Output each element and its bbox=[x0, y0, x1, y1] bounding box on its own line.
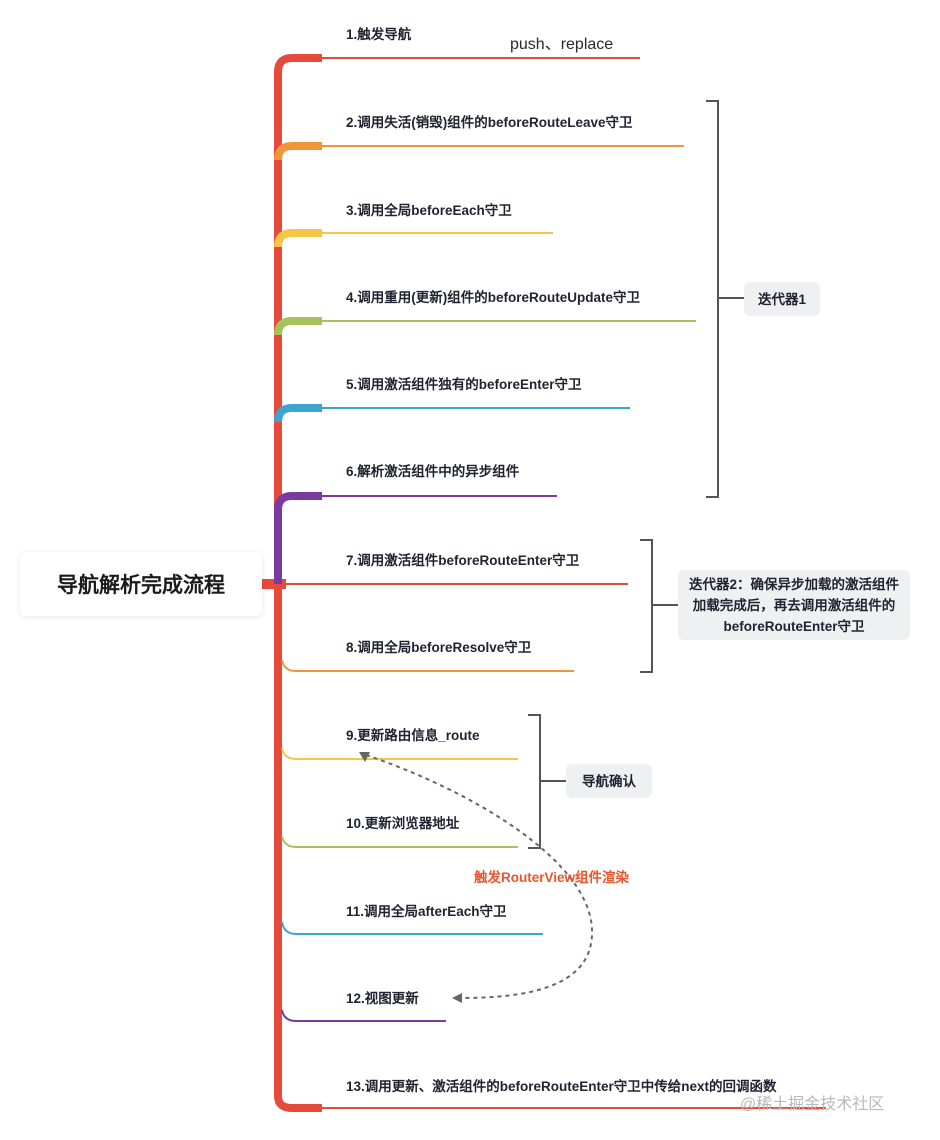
step-9-label: 9.更新路由信息_route bbox=[346, 728, 480, 743]
trunk-segment-3 bbox=[274, 229, 322, 248]
step-10-label: 10.更新浏览器地址 bbox=[346, 816, 460, 831]
step-6-label: 6.解析激活组件中的异步组件 bbox=[346, 464, 520, 479]
step-2-label: 2.调用失活(销毁)组件的beforeRouteLeave守卫 bbox=[346, 115, 633, 130]
iterator2-bracket bbox=[640, 539, 678, 673]
step-1-label: 1.触发导航 bbox=[346, 27, 412, 42]
step-11-branch bbox=[281, 921, 543, 935]
step-10-branch bbox=[281, 835, 518, 848]
render-arrowhead-start bbox=[359, 752, 370, 762]
trunk-segment-down bbox=[274, 584, 322, 1112]
step-13-label: 13.调用更新、激活组件的beforeRouteEnter守卫中传给next的回… bbox=[346, 1079, 777, 1094]
push-replace-note: push、replace bbox=[510, 36, 614, 53]
step-4-label: 4.调用重用(更新)组件的beforeRouteUpdate守卫 bbox=[346, 290, 641, 305]
render-arrowhead-end bbox=[452, 993, 462, 1003]
trunk-segment-4 bbox=[274, 317, 322, 336]
nav-confirm-box: 导航确认 bbox=[566, 764, 652, 798]
root-node: 导航解析完成流程 bbox=[20, 552, 262, 616]
iterator1-box: 迭代器1 bbox=[744, 282, 820, 316]
trunk-segment-6 bbox=[274, 492, 322, 584]
render-trigger-label: 触发RouterView组件渲染 bbox=[474, 870, 630, 885]
step-8-branch bbox=[281, 659, 574, 672]
trunk-segment-5 bbox=[274, 404, 322, 423]
step-11-label: 11.调用全局afterEach守卫 bbox=[346, 904, 507, 919]
step-9-branch bbox=[281, 747, 518, 760]
step-12-branch bbox=[281, 1009, 446, 1022]
iterator1-bracket bbox=[706, 100, 744, 498]
trunk-segment-1 bbox=[274, 54, 322, 584]
step-5-label: 5.调用激活组件独有的beforeEnter守卫 bbox=[346, 377, 582, 392]
step-7-label: 7.调用激活组件beforeRouteEnter守卫 bbox=[346, 553, 580, 568]
nav-confirm-bracket bbox=[528, 714, 566, 849]
step-12-label: 12.视图更新 bbox=[346, 991, 419, 1006]
step-8-label: 8.调用全局beforeResolve守卫 bbox=[346, 640, 532, 655]
watermark: @稀土掘金技术社区 bbox=[740, 1096, 885, 1113]
iterator2-box: 迭代器2：确保异步加载的激活组件加载完成后，再去调用激活组件的beforeRou… bbox=[678, 570, 910, 640]
step-3-label: 3.调用全局beforeEach守卫 bbox=[346, 203, 512, 218]
trunk-segment-2 bbox=[274, 142, 322, 161]
